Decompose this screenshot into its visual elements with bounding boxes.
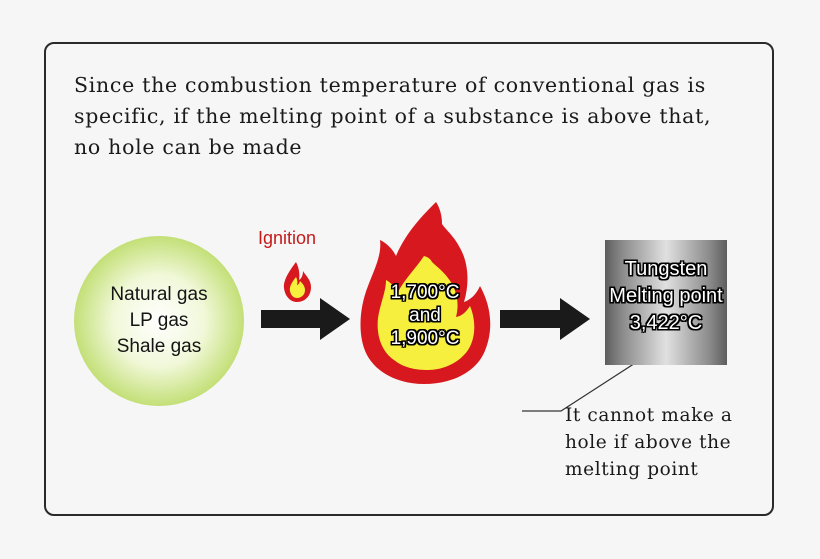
ignition-flame-icon — [283, 262, 311, 302]
flame-temp-and: and — [409, 305, 441, 326]
flame-temp-high: 1,900°C — [390, 328, 460, 349]
flame-temp-low: 1,700°C — [390, 282, 460, 303]
big-flame-icon — [360, 202, 491, 384]
combustion-temperature: 1,700°C and 1,900°C — [357, 281, 493, 350]
intro-line-3: no hole can be made — [74, 135, 303, 159]
arrow-right-icon — [500, 298, 590, 340]
gas-type-lp: LP gas — [129, 310, 189, 331]
intro-text: Since the combustion temperature of conv… — [74, 70, 764, 163]
annotation-note: It cannot make a hole if above the melti… — [565, 402, 765, 483]
tungsten-melting-value: 3,422°C — [629, 312, 703, 334]
note-line-3: melting point — [565, 459, 699, 480]
tungsten-label: Tungsten Melting point 3,422°C — [570, 256, 762, 337]
gas-type-natural: Natural gas — [110, 284, 208, 305]
tungsten-block — [605, 240, 727, 365]
gas-source-circle: Natural gas LP gas Shale gas — [74, 236, 244, 406]
intro-line-1: Since the combustion temperature of conv… — [74, 73, 706, 97]
note-line-1: It cannot make a — [565, 405, 733, 426]
leader-line — [522, 357, 644, 412]
tungsten-name: Tungsten — [624, 258, 708, 280]
arrow-right-icon — [261, 298, 350, 340]
gas-type-shale: Shale gas — [116, 336, 202, 357]
ignition-label: Ignition — [258, 228, 317, 248]
intro-line-2: specific, if the melting point of a subs… — [74, 104, 712, 128]
tungsten-melting-label: Melting point — [609, 285, 723, 307]
note-line-2: hole if above the — [565, 432, 732, 453]
